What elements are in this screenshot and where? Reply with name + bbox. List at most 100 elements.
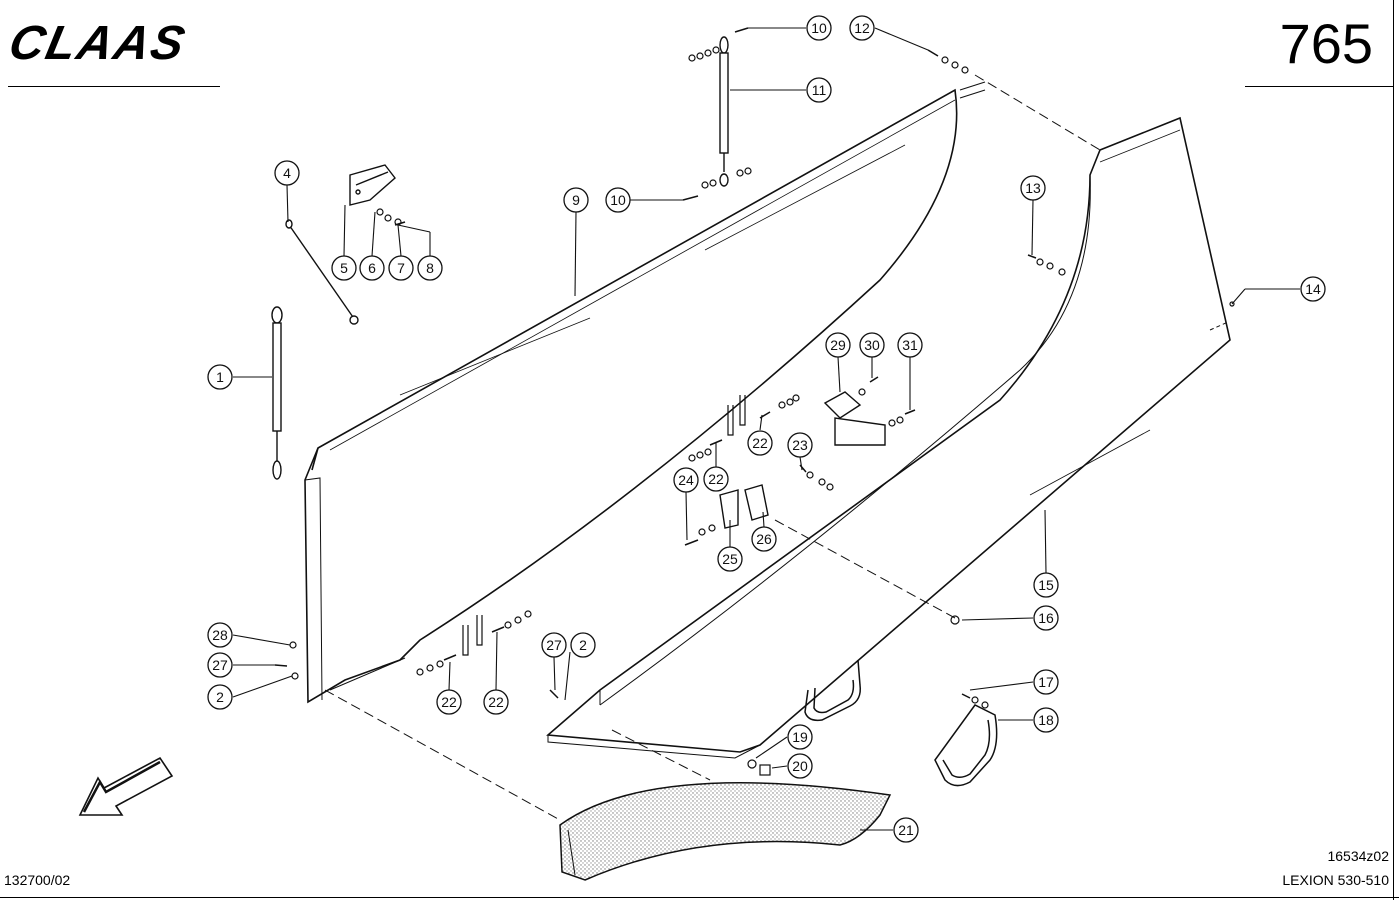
- callout-label: 22: [708, 471, 724, 487]
- header-rule-left: [8, 86, 220, 87]
- callout-1: 1: [207, 364, 233, 390]
- callout-26: 26: [751, 526, 777, 552]
- callout-circle: [331, 255, 357, 281]
- callout-19: 19: [787, 724, 813, 750]
- callout-31: 31: [897, 332, 923, 358]
- callout-22: 22: [483, 689, 509, 715]
- leader-lines: [232, 27, 1300, 831]
- direction-arrow: [78, 756, 174, 816]
- callout-circle: [417, 255, 443, 281]
- callout-22: 22: [436, 689, 462, 715]
- callout-circle: [747, 430, 773, 456]
- callout-label: 19: [792, 729, 808, 745]
- callout-21: 21: [893, 817, 919, 843]
- callout-circle: [897, 332, 923, 358]
- callout-30: 30: [859, 332, 885, 358]
- gas-strut-1: [271, 306, 283, 480]
- callout-27: 27: [541, 632, 567, 658]
- callout-9: 9: [563, 187, 589, 213]
- latch-bracket: [719, 391, 886, 529]
- callout-label: 4: [283, 165, 291, 181]
- header-rule-right: [1245, 86, 1393, 87]
- wear-strip: [559, 782, 892, 881]
- callout-27: 27: [207, 652, 233, 678]
- callout-label: 22: [488, 694, 504, 710]
- callout-label: 12: [854, 20, 870, 36]
- panel-brackets: [462, 395, 746, 656]
- callout-label: 26: [756, 531, 772, 547]
- callout-circle: [563, 187, 589, 213]
- callout-circle: [1020, 175, 1046, 201]
- callout-circle: [570, 632, 596, 658]
- callout-15: 15: [1033, 572, 1059, 598]
- callout-circle: [207, 684, 233, 710]
- callout-label: 2: [579, 637, 587, 653]
- callout-circle: [787, 724, 813, 750]
- callout-24: 24: [673, 467, 699, 493]
- callout-25: 25: [717, 546, 743, 572]
- callout-label: 17: [1038, 674, 1054, 690]
- callout-circle: [787, 432, 813, 458]
- callout-label: 20: [792, 758, 808, 774]
- callout-12: 12: [849, 15, 875, 41]
- page-number: 765: [1279, 12, 1373, 75]
- gas-strut-11: [719, 36, 729, 187]
- model-designation: LEXION 530-510: [1282, 872, 1389, 888]
- callout-label: 28: [212, 627, 228, 643]
- callout-label: 29: [830, 337, 846, 353]
- step-handle-18: [934, 704, 998, 787]
- callout-5: 5: [331, 255, 357, 281]
- callout-label: 21: [898, 822, 914, 838]
- callout-circle: [207, 364, 233, 390]
- callout-10: 10: [806, 15, 832, 41]
- callout-18: 18: [1033, 707, 1059, 733]
- callout-6: 6: [359, 255, 385, 281]
- callout-label: 15: [1038, 577, 1054, 593]
- callout-label: 16: [1038, 610, 1054, 626]
- rear-panel: [546, 116, 1231, 759]
- callout-circle: [893, 817, 919, 843]
- callout-label: 23: [792, 437, 808, 453]
- callout-circle: [207, 652, 233, 678]
- callout-circle: [825, 332, 851, 358]
- callout-label: 2: [216, 689, 224, 705]
- support-cable: [285, 219, 359, 325]
- callout-circle: [806, 15, 832, 41]
- callout-circle: [359, 255, 385, 281]
- callout-20: 20: [787, 753, 813, 779]
- frame-bottom: [0, 897, 1399, 898]
- callout-circle: [673, 467, 699, 493]
- callout-label: 22: [752, 435, 768, 451]
- callout-circle: [703, 466, 729, 492]
- callout-label: 7: [397, 260, 405, 276]
- callout-label: 1: [216, 369, 224, 385]
- callout-13: 13: [1020, 175, 1046, 201]
- frame-right: [1393, 0, 1394, 900]
- step-handle-lower: [804, 659, 862, 722]
- assembly-lines: [324, 74, 1101, 821]
- callout-11: 11: [806, 77, 832, 103]
- callout-label: 9: [572, 192, 580, 208]
- callout-circle: [787, 753, 813, 779]
- callout-circle: [274, 160, 300, 186]
- callout-label: 14: [1305, 281, 1321, 297]
- callout-23: 23: [787, 432, 813, 458]
- callout-label: 5: [340, 260, 348, 276]
- callout-label: 8: [426, 260, 434, 276]
- callout-circle: [849, 15, 875, 41]
- callout-label: 31: [902, 337, 918, 353]
- callout-circle: [806, 77, 832, 103]
- callout-circle: [1033, 605, 1059, 631]
- callout-circle: [859, 332, 885, 358]
- callout-circle: [1300, 276, 1326, 302]
- callout-label: 13: [1025, 180, 1041, 196]
- callout-circle: [1033, 669, 1059, 695]
- callout-circle: [717, 546, 743, 572]
- callout-14: 14: [1300, 276, 1326, 302]
- callout-2: 2: [570, 632, 596, 658]
- callout-label: 30: [864, 337, 880, 353]
- callout-circle: [1033, 707, 1059, 733]
